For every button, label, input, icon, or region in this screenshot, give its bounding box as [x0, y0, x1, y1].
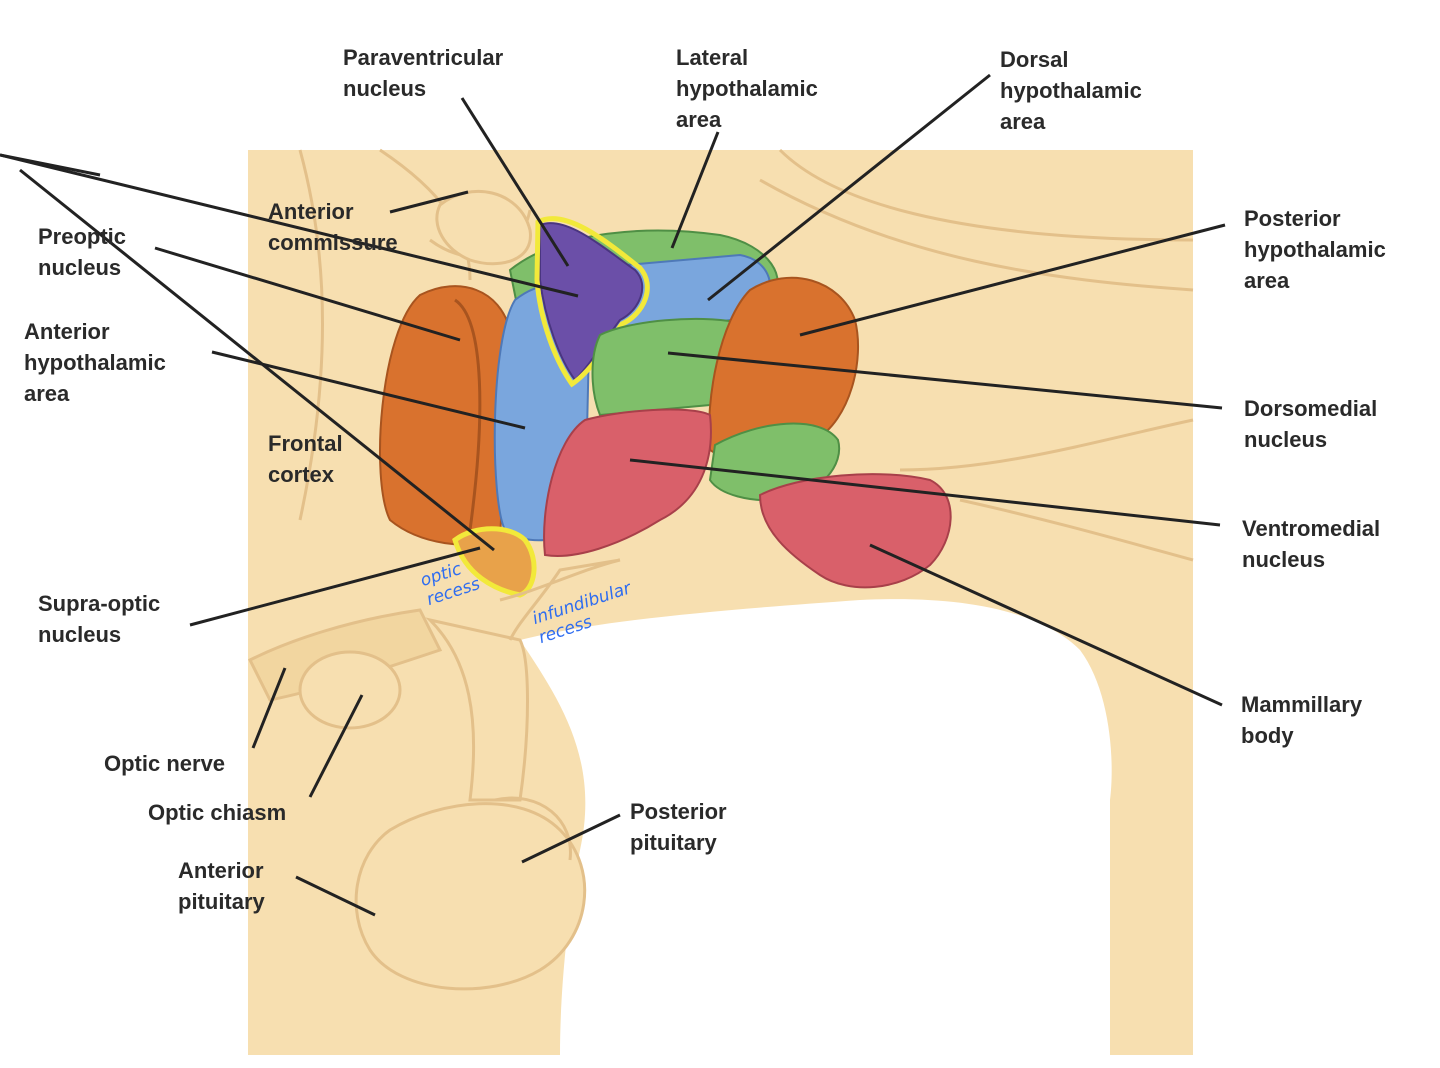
- label-optic-nerve: Optic nerve: [104, 751, 226, 776]
- leader-lateral-hypothalamic: [670, 131, 720, 249]
- pituitary-stalk: [425, 617, 529, 802]
- annotation-arrow-1: [0, 153, 579, 298]
- label-lateral-hypothalamic-area: Lateral hypothalamic area: [676, 45, 818, 132]
- label-dorsomedial-nucleus: Dorsomedial nucleus: [1244, 396, 1378, 452]
- paraventricular-highlight: [534, 216, 650, 388]
- label-posterior-hypothalamic-area: Posterior hypothalamic area: [1244, 206, 1386, 293]
- leader-dorsal-hypothalamic: [707, 73, 991, 302]
- infundibular-floor: [499, 558, 621, 641]
- label-posterior-pituitary: Posterior pituitary: [630, 799, 727, 855]
- leader-optic-chiasm: [308, 694, 364, 798]
- label-paraventricular-nucleus: Paraventricular nucleus: [343, 45, 504, 101]
- leader-anterior-commissure: [389, 190, 469, 214]
- label-optic-chiasm: Optic chiasm: [148, 800, 287, 825]
- label-dorsal-hypothalamic-area: Dorsal hypothalamic area: [1000, 47, 1142, 134]
- label-supra-optic-nucleus: Supra-optic nucleus: [38, 591, 161, 647]
- preoptic-inner-band: [454, 298, 482, 531]
- label-ventromedial-nucleus: Ventromedial nucleus: [1242, 516, 1381, 572]
- base-cavity: [520, 599, 1112, 1055]
- label-anterior-hypothalamic-area: Anterior hypothalamic area: [24, 319, 166, 406]
- leader-preoptic: [154, 246, 461, 342]
- leader-paraventricular: [460, 97, 570, 267]
- leader-supra-optic: [189, 546, 481, 627]
- label-mammillary-body: Mammillary body: [1241, 692, 1363, 748]
- optic-chiasm-shape: [298, 650, 402, 730]
- leader-lines: [0, 73, 1226, 917]
- cortex-fold-4: [759, 178, 1194, 292]
- anterior-pituitary-shape: [354, 802, 587, 991]
- posterior-pituitary-shape: [494, 796, 572, 861]
- label-anterior-commissure: Anterior commissure: [268, 199, 398, 255]
- label-preoptic-nucleus: Preoptic nucleus: [38, 224, 127, 280]
- leader-dorsomedial: [667, 351, 1223, 410]
- cortex-fold-5: [298, 149, 324, 521]
- leader-posterior-hypothalamic: [799, 223, 1226, 337]
- annotation-arrow-3: [19, 168, 495, 552]
- leader-ventromedial: [629, 458, 1221, 527]
- label-frontal-cortex: Frontal cortex: [268, 431, 343, 487]
- cortex-fold-3: [778, 148, 1194, 242]
- supra-optic-nucleus-region: [452, 526, 537, 598]
- label-anterior-pituitary: Anterior pituitary: [178, 858, 265, 914]
- cortex-fold-7: [959, 498, 1194, 562]
- annotation-arrow-2: [0, 153, 101, 177]
- leader-anterior-pituitary: [295, 875, 376, 917]
- leader-mammillary: [869, 543, 1223, 707]
- leader-posterior-pituitary: [521, 813, 621, 864]
- cortex-fold-6: [899, 418, 1194, 472]
- anterior-commissure-shape: [435, 189, 532, 266]
- leader-optic-nerve: [251, 667, 287, 749]
- ventromedial-nucleus-region: [543, 408, 712, 557]
